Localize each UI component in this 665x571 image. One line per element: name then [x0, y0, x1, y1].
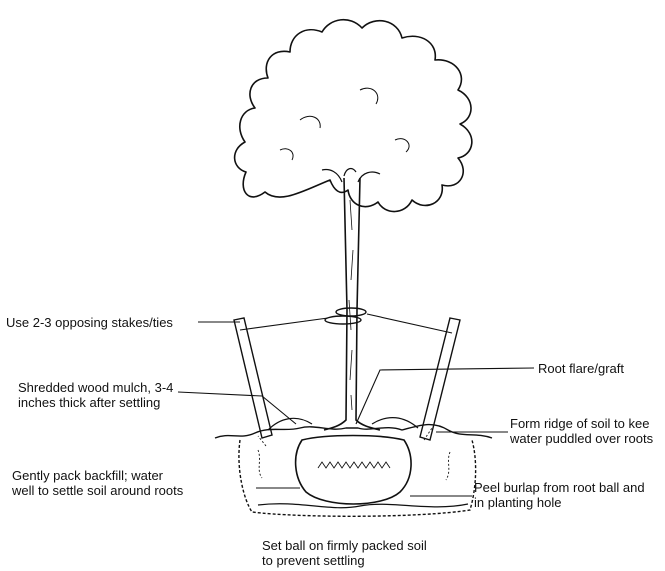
- mulch-label: Shredded wood mulch, 3-4 inches thick af…: [18, 380, 173, 410]
- right-stake: [420, 318, 460, 440]
- root-hairs: [318, 462, 390, 468]
- root-flare-leader: [356, 368, 534, 424]
- backfill-label: Gently pack backfill; water well to sett…: [12, 468, 183, 498]
- canopy-detail: [280, 88, 409, 160]
- root-ball: [296, 436, 411, 505]
- planting-hole: [239, 440, 476, 516]
- root-ball-label-line2: to prevent settling: [262, 553, 427, 568]
- root-ball-label: Set ball on firmly packed soil to preven…: [262, 538, 427, 568]
- ridge-label: Form ridge of soil to kee water puddled …: [510, 416, 653, 446]
- ridge-label-line1: Form ridge of soil to kee: [510, 416, 653, 431]
- trunk-texture: [349, 200, 353, 410]
- trunk-tie: [336, 308, 366, 316]
- tree-trunk: [324, 178, 380, 430]
- burlap-label-line1: Peel burlap from root ball and: [474, 480, 645, 495]
- tree-canopy: [235, 20, 472, 212]
- backfill-label-line1: Gently pack backfill; water: [12, 468, 183, 483]
- backfill-label-line2: well to settle soil around roots: [12, 483, 183, 498]
- root-ball-label-line1: Set ball on firmly packed soil: [262, 538, 427, 553]
- trunk-tie-lower: [325, 316, 361, 324]
- burlap-label: Peel burlap from root ball and in planti…: [474, 480, 645, 510]
- stakes-label: Use 2-3 opposing stakes/ties: [6, 315, 173, 330]
- mulch-label-line1: Shredded wood mulch, 3-4: [18, 380, 173, 395]
- root-flare-label-text: Root flare/graft: [538, 361, 624, 376]
- mulch-label-line2: inches thick after settling: [18, 395, 173, 410]
- mulch-leader: [178, 392, 296, 424]
- root-flare-label: Root flare/graft: [538, 361, 624, 376]
- stakes-label-text: Use 2-3 opposing stakes/ties: [6, 315, 173, 330]
- ridge-label-line2: water puddled over roots: [510, 431, 653, 446]
- right-tie-line: [367, 314, 452, 333]
- left-stake: [234, 318, 272, 438]
- left-tie-line: [240, 318, 328, 330]
- burlap-label-line2: in planting hole: [474, 495, 645, 510]
